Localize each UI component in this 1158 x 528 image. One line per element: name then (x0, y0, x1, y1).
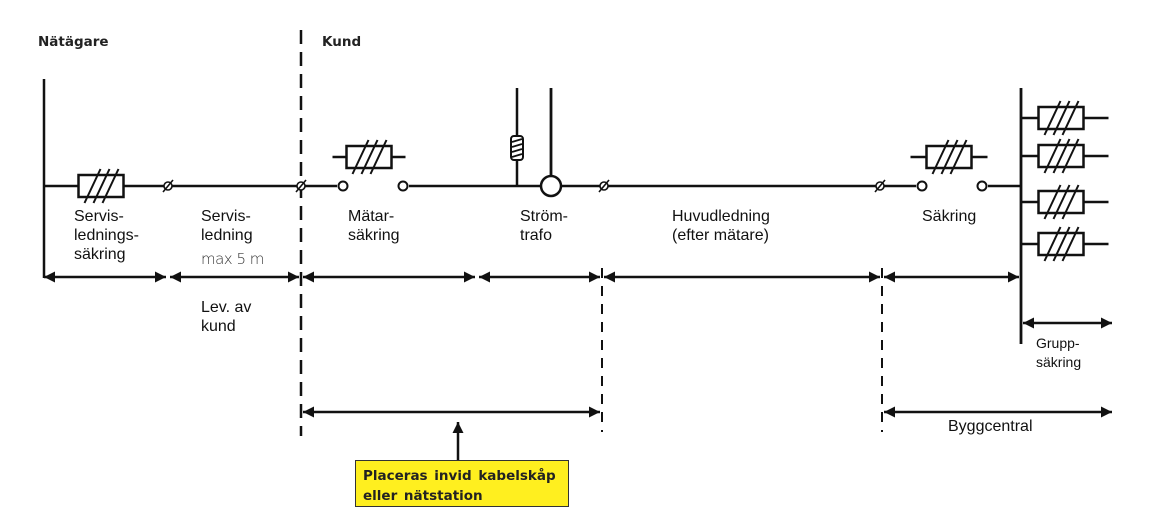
servis-ledningssakring-label-line-3: säkring (74, 246, 126, 263)
header-kund: Kund (322, 34, 361, 50)
stromtrafo-label-line-2: trafo (520, 227, 552, 244)
servisledning-max-label: max 5 m (201, 250, 264, 268)
terminal-icon-4 (874, 179, 886, 193)
servisledning-label-line-2: ledning (201, 227, 253, 244)
sakring-contact-icon-2 (976, 180, 988, 192)
matarsakring-label-line-2: säkring (348, 227, 400, 244)
lev-av-kund-label-line-2: kund (201, 318, 236, 335)
sakring-contact-icon-1 (916, 180, 928, 192)
lev-av-kund-label: Lev. av kund (201, 299, 251, 335)
servis-ledningssakring-label-line-1: Servis- (74, 208, 124, 225)
group-fuse-icon-2 (1021, 138, 1109, 174)
servisledning-label-line-1: Servis- (201, 208, 251, 225)
huvudledning-label: Huvudledning (efter mätare) (672, 208, 770, 244)
callout-line-2: eller nätstation (363, 488, 483, 504)
gruppsakring-label: Grupp-säkring (1036, 335, 1081, 370)
header-natagare: Nätägare (38, 34, 109, 50)
group-fuse-icon-3 (1021, 184, 1109, 220)
placement-callout: Placeras invid kabelskåp eller nätstatio… (355, 460, 569, 507)
terminal-icon-2 (295, 179, 307, 193)
servis-ledningssakring-label: Servis-lednings-säkring (74, 208, 139, 263)
sakring-label: Säkring (922, 208, 976, 225)
lev-av-kund-label-line-1: Lev. av (201, 299, 251, 316)
callout-line-1: Placeras invid kabelskåp (363, 468, 556, 484)
terminal-icon-3 (598, 179, 610, 193)
servis-ledningssakring-label-line-2: lednings- (74, 227, 139, 244)
stromtrafo-label-line-1: Ström- (520, 208, 568, 225)
huvudledning-label-line-1: Huvudledning (672, 208, 770, 225)
servisledning-label: Servis-ledning (201, 208, 253, 244)
current-transformer-icon (510, 88, 563, 198)
matarsakring-label-line-1: Mätar- (348, 208, 394, 225)
group-fuse-icon-1 (1021, 100, 1109, 136)
matarsakring-label: Mätar-säkring (348, 208, 400, 244)
matarsakring-contact-icon-2 (397, 180, 409, 192)
gruppsakring-label-line-1: Grupp- (1036, 335, 1080, 351)
sakring-fuse-icon (910, 139, 988, 175)
byggcentral-label: Byggcentral (948, 418, 1033, 435)
gruppsakring-label-line-2: säkring (1036, 354, 1081, 370)
stromtrafo-label: Ström-trafo (520, 208, 568, 244)
huvudledning-label-line-2: (efter mätare) (672, 227, 769, 244)
matarsakring-contact-icon-1 (337, 180, 349, 192)
matarsakring-fuse-icon (332, 139, 406, 175)
servis-ledningssakring-fuse-icon (77, 168, 125, 204)
terminal-icon-1 (162, 179, 174, 193)
group-fuse-icon-4 (1021, 226, 1109, 262)
